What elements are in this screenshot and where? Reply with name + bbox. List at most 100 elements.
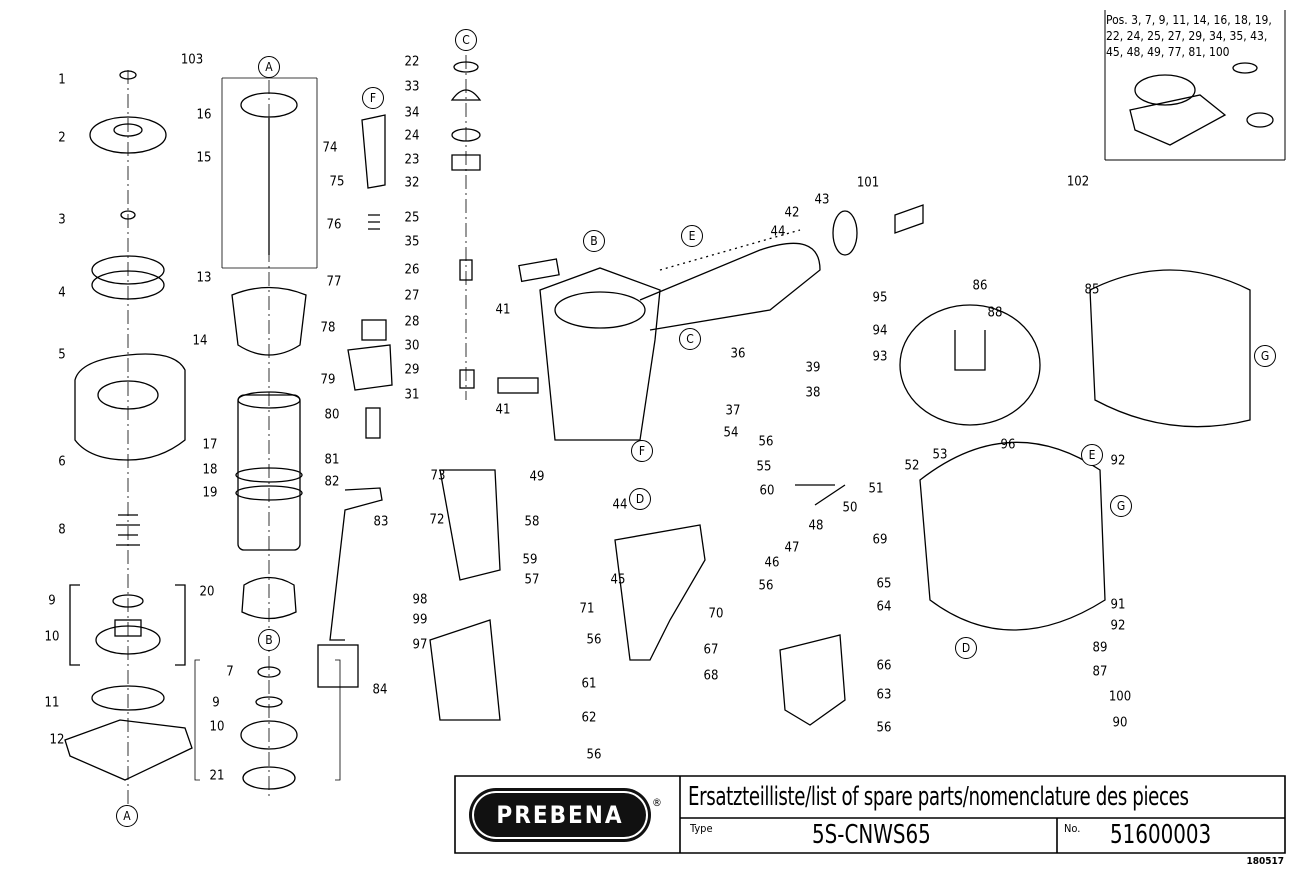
part-callout: 76 — [326, 217, 342, 233]
part-callout: 74 — [322, 140, 338, 156]
number-value: 51600003 — [1110, 820, 1212, 850]
part-callout: 89 — [1092, 640, 1108, 656]
part-callout: 11 — [44, 695, 60, 711]
part-callout: 28 — [404, 314, 420, 330]
part-callout: 48 — [808, 518, 824, 534]
part-callout: 81 — [324, 452, 340, 468]
part-callout: 15 — [196, 150, 212, 166]
reference-letter: B — [583, 230, 605, 252]
part-callout: 17 — [202, 437, 218, 453]
part-callout: 96 — [1000, 437, 1016, 453]
document-title: Ersatzteilliste/list of spare parts/nome… — [688, 782, 1189, 812]
part-callout: 32 — [404, 175, 420, 191]
reference-letter: A — [116, 805, 138, 827]
seal-kit-note: Pos. 3, 7, 9, 11, 14, 16, 18, 19, 22, 24… — [1106, 13, 1272, 59]
part-callout: 68 — [703, 668, 719, 684]
part-callout: 93 — [872, 349, 888, 365]
part-callout: 58 — [524, 514, 540, 530]
part-callout: 50 — [842, 500, 858, 516]
part-callout: 102 — [1066, 174, 1090, 190]
part-callout: 85 — [1084, 282, 1100, 298]
part-callout: 56 — [586, 632, 602, 648]
reference-letter: F — [362, 87, 384, 109]
part-callout: 9 — [48, 593, 56, 609]
part-callout: 79 — [320, 372, 336, 388]
part-callout: 36 — [730, 346, 746, 362]
reference-letter: F — [631, 440, 653, 462]
part-callout: 19 — [202, 485, 218, 501]
part-callout: 62 — [581, 710, 597, 726]
part-callout: 56 — [758, 434, 774, 450]
reference-letter: D — [629, 488, 651, 510]
part-callout: 33 — [404, 79, 420, 95]
reference-letter: E — [681, 225, 703, 247]
part-callout: 54 — [723, 425, 739, 441]
number-label: No. — [1064, 822, 1081, 835]
part-callout: 18 — [202, 462, 218, 478]
part-callout: 97 — [412, 637, 428, 653]
part-callout: 27 — [404, 288, 420, 304]
part-callout: 3 — [58, 212, 66, 228]
part-callout: 1 — [58, 72, 66, 88]
part-callout: 70 — [708, 606, 724, 622]
part-callout: 12 — [49, 732, 65, 748]
part-callout: 90 — [1112, 715, 1128, 731]
reference-letter: C — [679, 328, 701, 350]
part-callout: 51 — [868, 481, 884, 497]
part-callout: 10 — [44, 629, 60, 645]
part-callout: 46 — [764, 555, 780, 571]
part-callout: 80 — [324, 407, 340, 423]
part-callout: 20 — [199, 584, 215, 600]
part-callout: 37 — [725, 403, 741, 419]
type-value: 5S-CNWS65 — [812, 820, 931, 850]
part-callout: 101 — [856, 175, 880, 191]
part-callout: 10 — [209, 719, 225, 735]
part-callout: 92 — [1110, 453, 1126, 469]
part-callout: 61 — [581, 676, 597, 692]
part-callout: 98 — [412, 592, 428, 608]
part-callout: 72 — [429, 512, 445, 528]
part-callout: 55 — [756, 459, 772, 475]
part-callout: 34 — [404, 105, 420, 121]
part-callout: 100 — [1108, 689, 1132, 705]
part-callout: 82 — [324, 474, 340, 490]
part-callout: 38 — [805, 385, 821, 401]
part-callout: 30 — [404, 338, 420, 354]
part-callout: 60 — [759, 483, 775, 499]
part-callout: 44 — [612, 497, 628, 513]
reference-letter: G — [1110, 495, 1132, 517]
part-callout: 4 — [58, 285, 66, 301]
part-callout: 77 — [326, 274, 342, 290]
part-callout: 66 — [876, 658, 892, 674]
reference-letter: G — [1254, 345, 1276, 367]
part-callout: 99 — [412, 612, 428, 628]
part-callout: 22 — [404, 54, 420, 70]
part-callout: 21 — [209, 768, 225, 784]
part-callout: 64 — [876, 599, 892, 615]
part-callout: 91 — [1110, 597, 1126, 613]
part-callout: 67 — [703, 642, 719, 658]
part-callout: 95 — [872, 290, 888, 306]
part-callout: 39 — [805, 360, 821, 376]
part-callout: 6 — [58, 454, 66, 470]
part-callout: 44 — [770, 224, 786, 240]
part-callout: 26 — [404, 262, 420, 278]
part-callout: 13 — [196, 270, 212, 286]
part-callout: 52 — [904, 458, 920, 474]
part-callout: 73 — [430, 468, 446, 484]
part-callout: 56 — [758, 578, 774, 594]
part-callout: 42 — [784, 205, 800, 221]
registered-mark: ® — [652, 796, 662, 809]
reference-letter: C — [455, 29, 477, 51]
part-callout: 83 — [373, 514, 389, 530]
part-callout: 31 — [404, 387, 420, 403]
part-callout: 9 — [212, 695, 220, 711]
reference-letter: E — [1081, 444, 1103, 466]
document-code: 180517 — [1246, 856, 1284, 867]
part-callout: 14 — [192, 333, 208, 349]
part-callout: 16 — [196, 107, 212, 123]
part-callout: 5 — [58, 347, 66, 363]
part-callout: 86 — [972, 278, 988, 294]
